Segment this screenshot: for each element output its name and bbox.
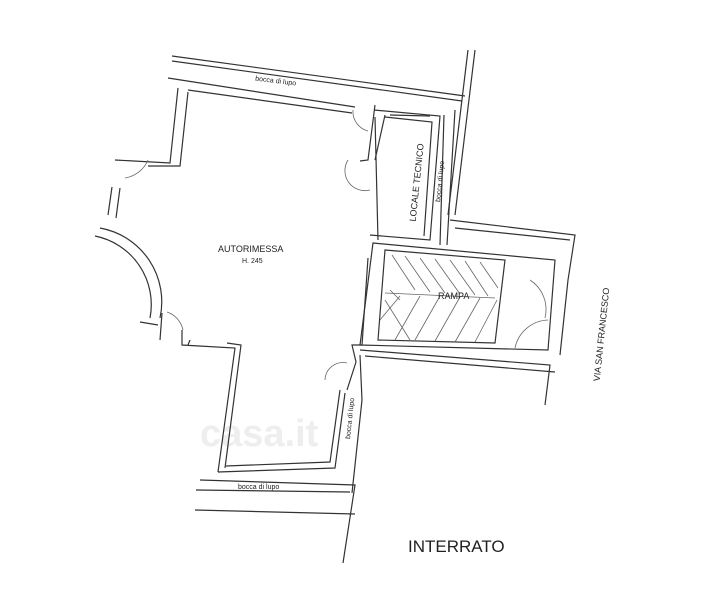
ramp-label: RAMPA <box>438 291 470 301</box>
garage-height-label: H. 245 <box>242 258 263 265</box>
garage-label: AUTORIMESSA <box>218 244 284 254</box>
technical-room-walls <box>359 104 456 246</box>
top-light-well-walls <box>167 55 466 114</box>
garage-walls <box>94 87 369 564</box>
light-well-label-bottom: bocca di lupo <box>238 484 280 491</box>
door-swings <box>124 109 371 381</box>
ramp-walls <box>359 219 576 406</box>
street-boundary-wall <box>447 49 476 216</box>
floor-title: INTERRATO <box>408 537 505 556</box>
watermark: casa.it <box>200 413 319 455</box>
